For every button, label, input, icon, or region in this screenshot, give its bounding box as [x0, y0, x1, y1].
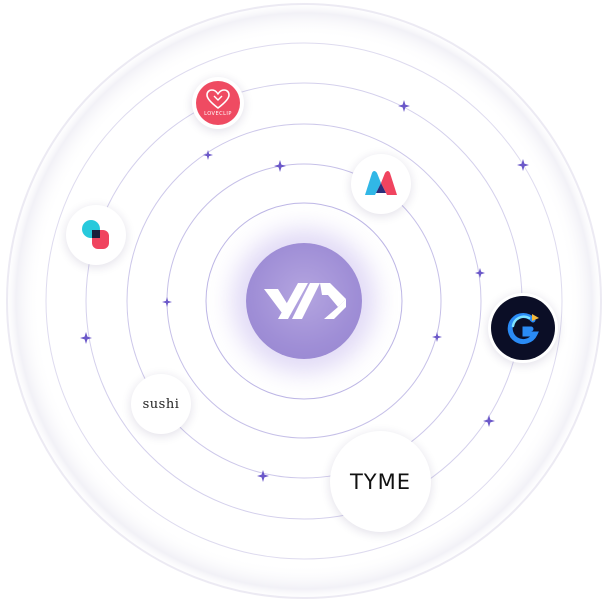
- vp-logo-center: [246, 243, 362, 359]
- orbit-ring-3: [126, 123, 482, 479]
- partner-b-logo: [66, 205, 126, 265]
- partner-tyme: TYME: [330, 431, 431, 532]
- sparkle-star-icon: [80, 332, 92, 344]
- m-brand-icon: [365, 171, 397, 195]
- orbit-ring-6: [6, 3, 602, 599]
- partner-g-logo: [488, 293, 558, 363]
- orbit-ring-1: [205, 202, 403, 400]
- g-logo-badge: [491, 296, 555, 360]
- tyme-wordmark: TYME: [349, 469, 412, 494]
- b-brand-icon: [82, 220, 109, 249]
- partner-sushi: sushi: [131, 374, 191, 434]
- sparkle-star-icon: [475, 268, 485, 278]
- partner-loveclip: LOVECLIP: [192, 77, 244, 129]
- g-brand-icon: [507, 313, 539, 345]
- sparkle-star-icon: [203, 150, 213, 160]
- sparkle-star-icon: [483, 415, 495, 427]
- heart-icon: [206, 89, 230, 109]
- sushi-wordmark: sushi: [142, 396, 180, 412]
- sparkle-star-icon: [257, 470, 269, 482]
- partner-m-logo: [351, 154, 411, 214]
- sparkle-stars: [80, 100, 529, 482]
- loveclip-logo: LOVECLIP: [196, 81, 240, 125]
- orbit-ring-5: [45, 42, 563, 560]
- sparkle-star-icon: [274, 160, 286, 172]
- sparkle-star-icon: [517, 159, 529, 171]
- sparkle-star-icon: [432, 332, 442, 342]
- vp-monogram-icon: [264, 283, 346, 319]
- sparkle-star-icon: [162, 297, 172, 307]
- loveclip-wordmark: LOVECLIP: [204, 111, 232, 117]
- sparkle-star-icon: [398, 100, 410, 112]
